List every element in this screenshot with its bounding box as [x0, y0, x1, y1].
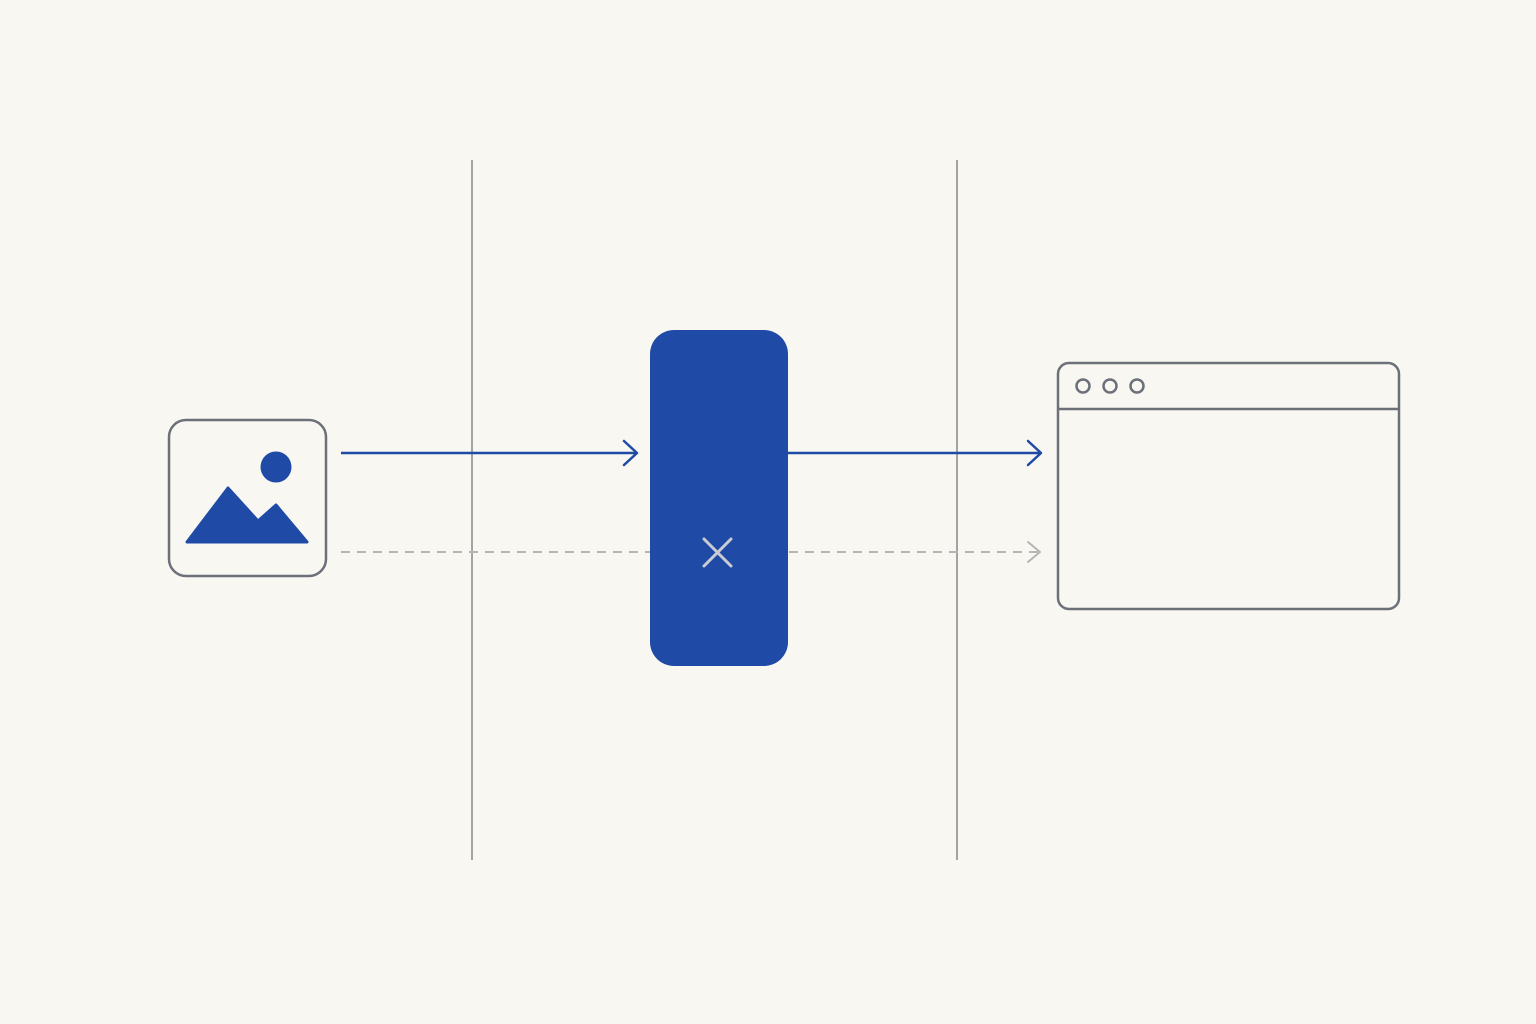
window-dot-icon	[1102, 378, 1118, 394]
browser-window-frame	[1056, 361, 1401, 611]
window-dot-icon	[1075, 378, 1091, 394]
image-icon-sun	[260, 451, 292, 483]
image-icon	[167, 418, 328, 578]
image-icon-frame	[167, 418, 328, 578]
filter-block	[650, 330, 788, 666]
x-icon	[702, 537, 733, 568]
window-dot-icon	[1129, 378, 1145, 394]
browser-window-icon	[1056, 361, 1401, 611]
arrowhead-filter-to-target	[1026, 439, 1043, 467]
arrowhead-source-to-filter	[622, 439, 639, 467]
image-icon-mountains	[185, 486, 309, 544]
dashed-arrowhead	[1027, 541, 1041, 563]
